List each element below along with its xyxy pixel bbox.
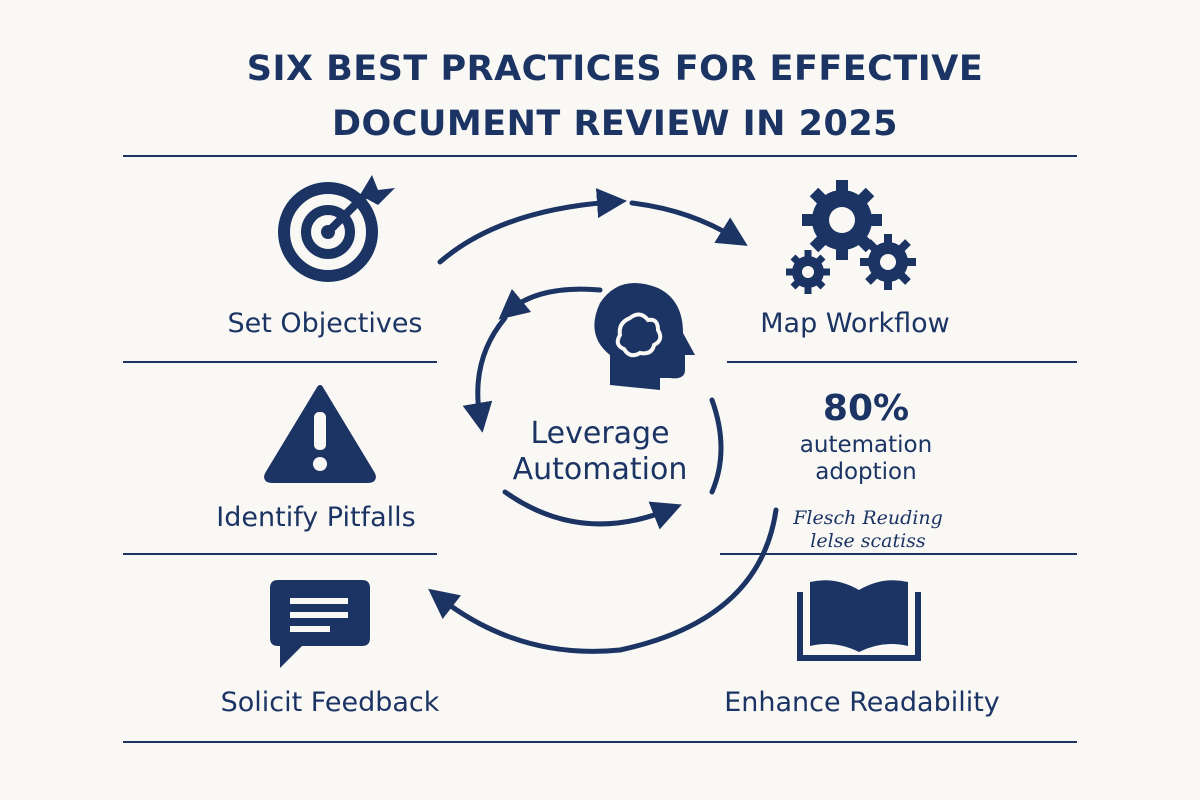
label-identify-pitfalls: Identify Pitfalls	[216, 502, 416, 533]
page-title: SIX BEST PRACTICES FOR EFFECTIVE DOCUMEN…	[0, 42, 1200, 152]
note-line-2: lelse scatiss	[810, 530, 926, 552]
divider-bottom	[123, 741, 1077, 743]
label-leverage-automation: Leverage Automation	[513, 416, 688, 488]
title-line-2: DOCUMENT REVIEW IN 2025	[331, 104, 899, 144]
readability-note: Flesch Reuding lelse scatiss	[793, 507, 943, 553]
cycle-arrows	[428, 188, 779, 654]
center-line-2: Automation	[512, 452, 688, 487]
warning-icon	[264, 385, 376, 483]
label-enhance-readability: Enhance Readability	[724, 687, 1000, 718]
label-solicit-feedback: Solicit Feedback	[220, 687, 440, 718]
note-line-1: Flesch Reuding	[793, 507, 943, 529]
divider-right-1	[727, 361, 1077, 363]
label-set-objectives: Set Objectives	[227, 308, 423, 339]
head-brain-icon	[594, 283, 695, 390]
stat-value: 80%	[822, 388, 910, 429]
divider-left-1	[123, 361, 437, 363]
divider-left-2	[123, 553, 437, 555]
stat-caption-line-2: adoption	[815, 459, 917, 485]
title-line-1: SIX BEST PRACTICES FOR EFFECTIVE	[246, 49, 984, 89]
gears-icon	[786, 180, 916, 294]
center-line-1: Leverage	[530, 416, 670, 451]
divider-top	[123, 155, 1077, 157]
chat-icon	[270, 580, 370, 668]
stat-caption: autemation adoption	[800, 432, 932, 486]
label-map-workflow: Map Workflow	[760, 308, 950, 339]
divider-right-2	[720, 553, 1077, 555]
target-icon	[278, 175, 395, 282]
stat-caption-line-1: autemation	[799, 432, 933, 458]
book-icon	[797, 580, 921, 661]
